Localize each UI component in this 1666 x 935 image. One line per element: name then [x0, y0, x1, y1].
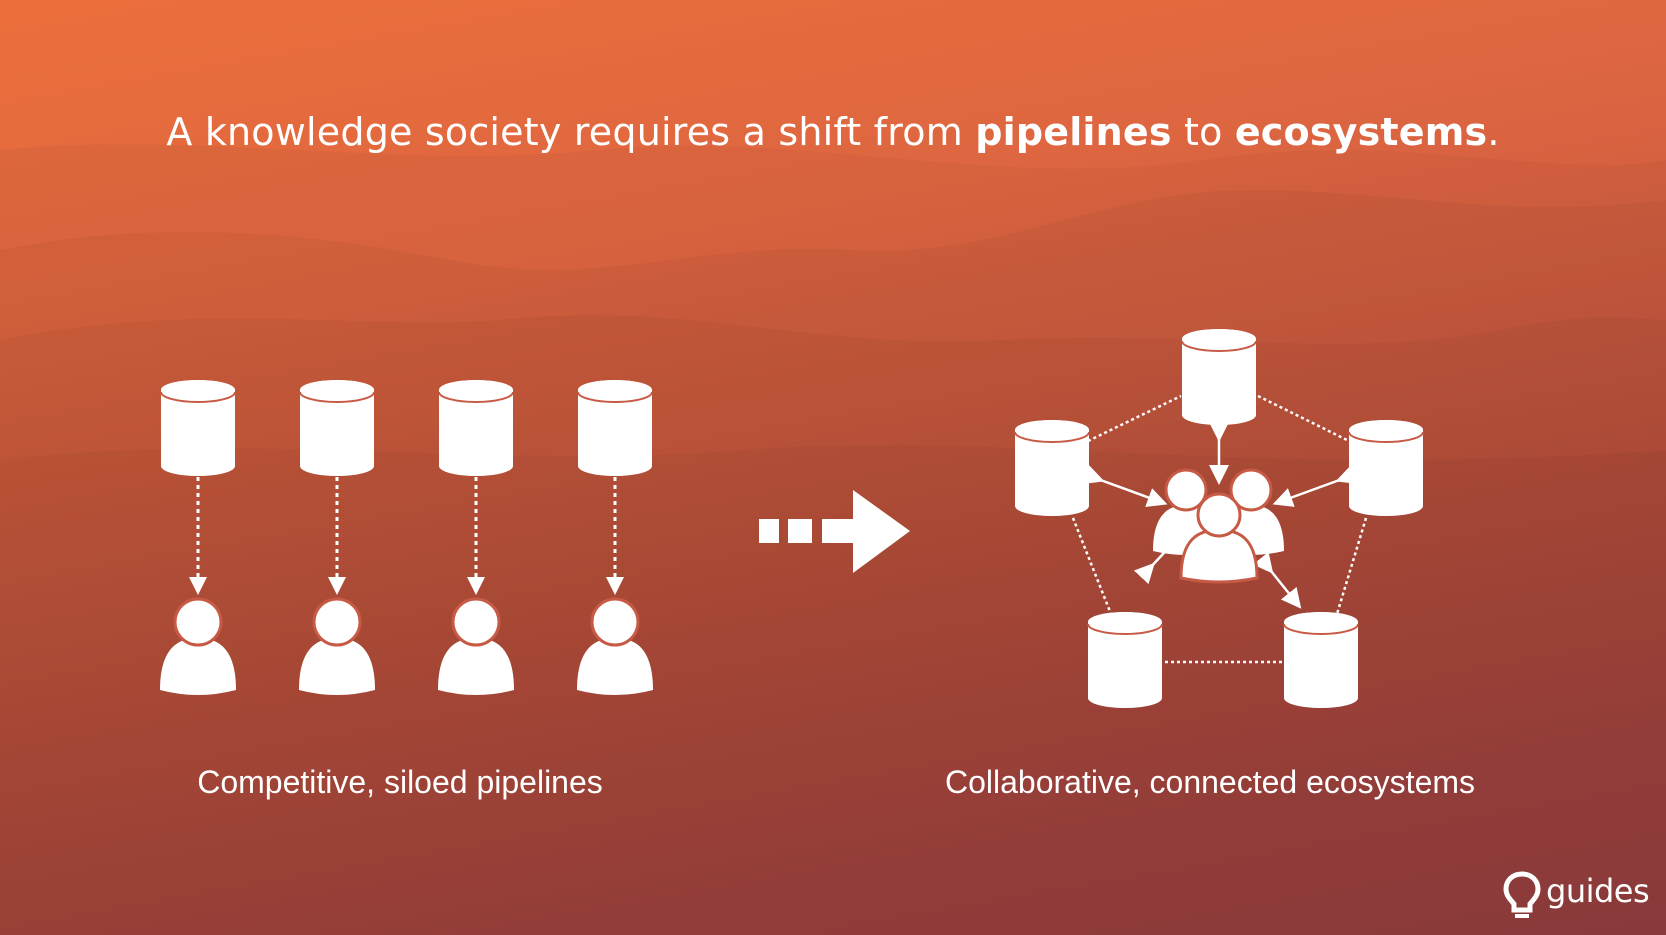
right-arrow-icon	[759, 490, 910, 573]
person-icon	[158, 597, 238, 697]
ecosystem-arrows	[1082, 422, 1358, 609]
headline-bold-pipelines: pipelines	[975, 110, 1172, 154]
ecosystem-connections	[1071, 394, 1368, 664]
person-icon	[297, 597, 377, 697]
database-icon	[438, 379, 514, 477]
pipeline-3	[436, 379, 516, 697]
headline-text-2: to	[1171, 110, 1235, 154]
headline: A knowledge society requires a shift fro…	[0, 110, 1666, 154]
logo-text: guides	[1546, 872, 1650, 910]
headline-text-1: A knowledge society requires a shift fro…	[166, 110, 976, 154]
database-icon	[1283, 611, 1359, 709]
person-icon	[575, 597, 655, 697]
pipeline-2	[297, 379, 377, 697]
pipeline-1	[158, 379, 238, 697]
person-icon	[436, 597, 516, 697]
database-icon	[1181, 328, 1257, 426]
headline-bold-ecosystems: ecosystems	[1234, 110, 1488, 154]
left-caption: Competitive, siloed pipelines	[197, 764, 603, 800]
right-caption: Collaborative, connected ecosystems	[944, 764, 1476, 800]
people-group-icon	[1153, 468, 1284, 584]
database-icon	[299, 379, 375, 477]
lightbulb-icon	[1503, 871, 1541, 918]
headline-text-3: .	[1487, 110, 1500, 154]
database-icon	[577, 379, 653, 477]
database-icon	[1014, 419, 1090, 517]
database-icon	[1348, 419, 1424, 517]
pipeline-4	[575, 379, 655, 697]
database-icon	[1087, 611, 1163, 709]
database-icon	[160, 379, 236, 477]
